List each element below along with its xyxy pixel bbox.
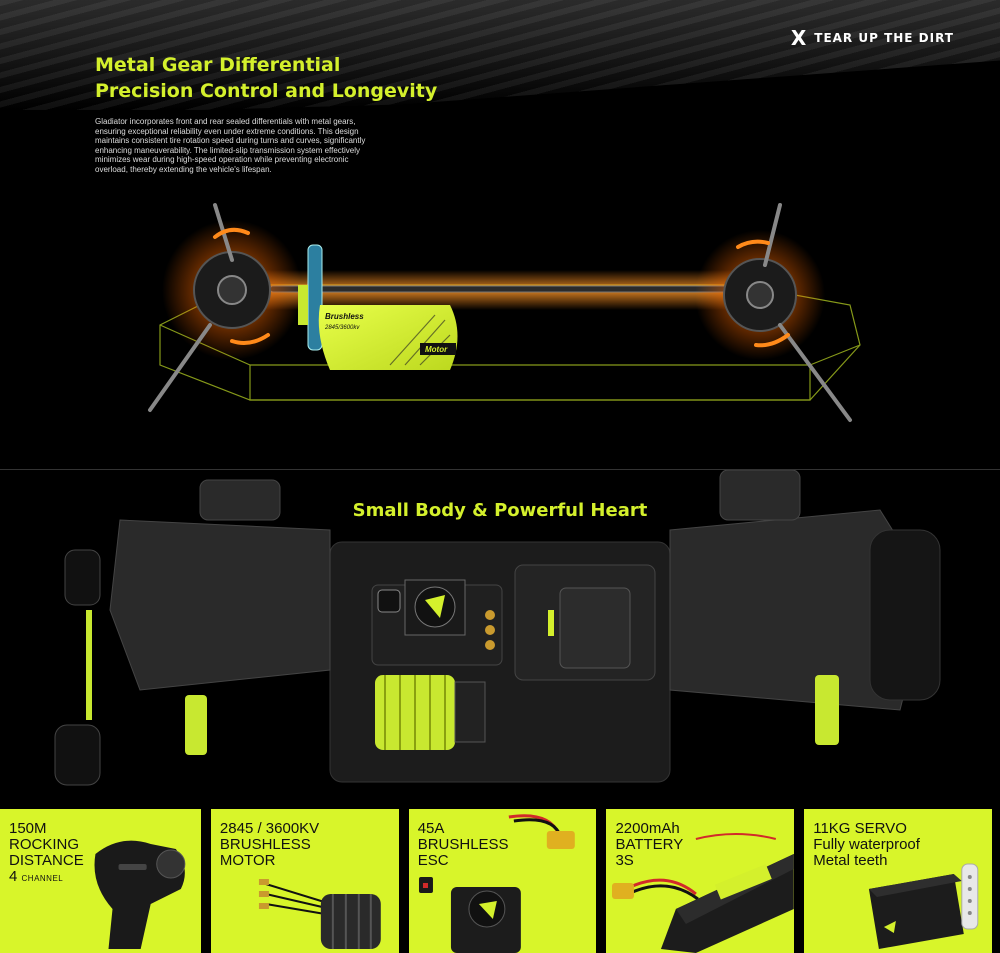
brand-x-icon: X bbox=[790, 26, 807, 50]
card-battery: 2200mAh BATTERY 3S bbox=[606, 809, 795, 953]
differential-description: Gladiator incorporates front and rear se… bbox=[95, 117, 366, 174]
card-servo: 11KG SERVO Fully waterproof Metal teeth bbox=[804, 809, 992, 953]
card-motor-label: 2845 / 3600KV BRUSHLESS MOTOR bbox=[219, 820, 320, 869]
chassis-section: Small Body & Powerful Heart bbox=[0, 470, 1000, 803]
card-servo-label: 11KG SERVO Fully waterproof Metal teeth bbox=[813, 820, 920, 869]
brand-slogan: TEAR UP THE DIRT bbox=[814, 31, 954, 45]
motor-illustration: Brushless 2845/3600kv Motor bbox=[318, 305, 458, 370]
chassis-motor bbox=[375, 675, 486, 750]
front-axle-rod bbox=[86, 610, 92, 720]
receiver-module bbox=[559, 587, 631, 669]
motor-label-top: Brushless bbox=[325, 312, 364, 321]
drive-shaft bbox=[269, 285, 751, 293]
front-suspension bbox=[109, 519, 331, 691]
differential-section: X TEAR UP THE DIRT Metal Gear Differenti… bbox=[0, 0, 1000, 470]
transmitter-illustration bbox=[94, 840, 186, 949]
rotation-arrows bbox=[213, 227, 790, 348]
headline-line-2: Precision Control and Longevity bbox=[95, 80, 438, 102]
chassis-illustration bbox=[54, 470, 941, 786]
rear-tower bbox=[719, 470, 801, 521]
chassis-title: Small Body & Powerful Heart bbox=[352, 500, 648, 521]
half-shafts bbox=[148, 203, 852, 422]
card-motor: 2845 / 3600KV BRUSHLESS MOTOR bbox=[210, 809, 399, 953]
motor-product-illustration bbox=[258, 879, 381, 949]
card-battery-label: 2200mAh BATTERY 3S bbox=[615, 820, 684, 869]
front-shock bbox=[185, 695, 207, 755]
motor-label-spec: 2845/3600kv bbox=[324, 325, 360, 331]
front-tower bbox=[199, 479, 281, 521]
spur-gear bbox=[298, 244, 323, 351]
rear-bumper bbox=[869, 529, 941, 701]
feature-cards: 150M ROCKING DISTANCE 4 CHANNEL 2845 / 3… bbox=[0, 803, 1000, 953]
differential-headline: Metal Gear Differential Precision Contro… bbox=[95, 52, 437, 104]
front-left-wheel bbox=[64, 549, 101, 606]
servo-product-illustration bbox=[869, 863, 979, 949]
esc-product-illustration bbox=[418, 814, 575, 953]
card-esc-label: 45A BRUSHLESS ESC bbox=[417, 820, 509, 869]
card-transmitter: 150M ROCKING DISTANCE 4 CHANNEL bbox=[0, 809, 201, 953]
antenna-tube bbox=[548, 610, 554, 636]
card-esc: 45A BRUSHLESS ESC bbox=[408, 809, 597, 953]
battery-product-illustration bbox=[612, 833, 795, 953]
esc-unit bbox=[371, 579, 503, 666]
card-transmitter-label: 150M ROCKING DISTANCE 4 CHANNEL bbox=[9, 820, 84, 885]
front-right-wheel bbox=[54, 724, 101, 786]
section-divider bbox=[0, 469, 1000, 470]
drivetrain-illustration: Brushless 2845/3600kv Motor bbox=[148, 203, 861, 422]
headline-line-1: Metal Gear Differential bbox=[95, 54, 341, 76]
rear-shock bbox=[815, 675, 839, 745]
brand-logo: X TEAR UP THE DIRT bbox=[791, 26, 954, 50]
motor-label-bottom: Motor bbox=[425, 345, 448, 354]
